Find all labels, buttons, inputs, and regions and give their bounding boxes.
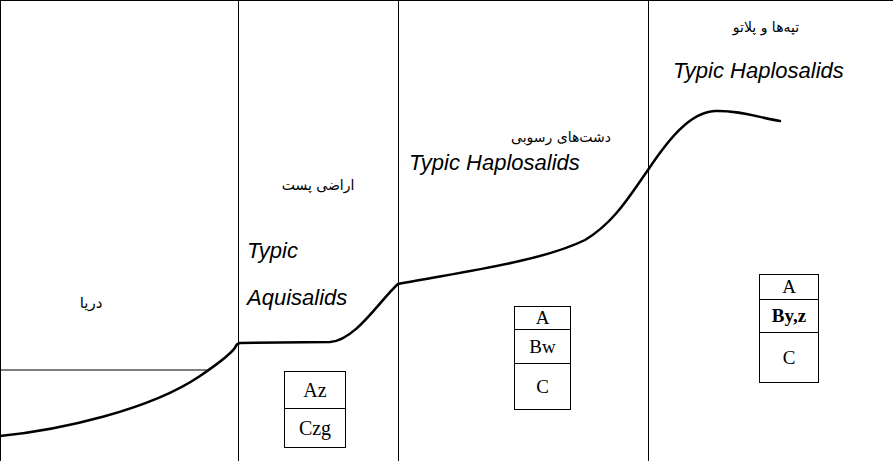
horizon-label: A <box>536 308 550 328</box>
landform-name: دشت‌های رسوبی <box>491 129 631 145</box>
landform-name: اراضی پست <box>263 177 373 193</box>
horizon-box: Czg <box>284 408 346 448</box>
landform-name: تپه‌ها و پلاتو <box>701 19 831 35</box>
horizon-box: A <box>514 306 571 330</box>
horizon-label: Az <box>303 380 326 401</box>
horizon-box: Az <box>284 371 346 409</box>
landform-band: دشت‌های رسوبی Typic HaplosalidsA BwC <box>398 0 648 461</box>
soil-taxon: Typic Haplosalids <box>673 58 889 84</box>
horizon-box: A <box>759 274 819 300</box>
horizon-label: C <box>536 377 549 397</box>
sea-surface <box>0 369 207 370</box>
horizon-label: Bw <box>529 337 555 357</box>
horizon-box: Bw <box>514 329 571 364</box>
horizon-box: C <box>759 332 819 383</box>
soil-taxon: Typic Aquisalids <box>247 227 397 321</box>
landform-band: دریا <box>0 0 238 461</box>
horizon-label: By,z <box>772 306 806 326</box>
horizon-box: C <box>514 363 571 410</box>
landform-band: اراضی پست Typic AquisalidsAzCzg <box>238 0 398 461</box>
horizon-label: A <box>782 277 796 297</box>
landform-name: دریا <box>51 294 131 312</box>
horizon-label: Czg <box>299 418 331 439</box>
soil-taxon: Typic Haplosalids <box>409 150 641 176</box>
ground-surface <box>0 111 780 436</box>
landform-band: تپه‌ها و پلاتو Typic HaplosalidsA By,zC <box>648 0 893 461</box>
horizon-box: By,z <box>759 299 819 333</box>
horizon-label: C <box>783 348 796 368</box>
